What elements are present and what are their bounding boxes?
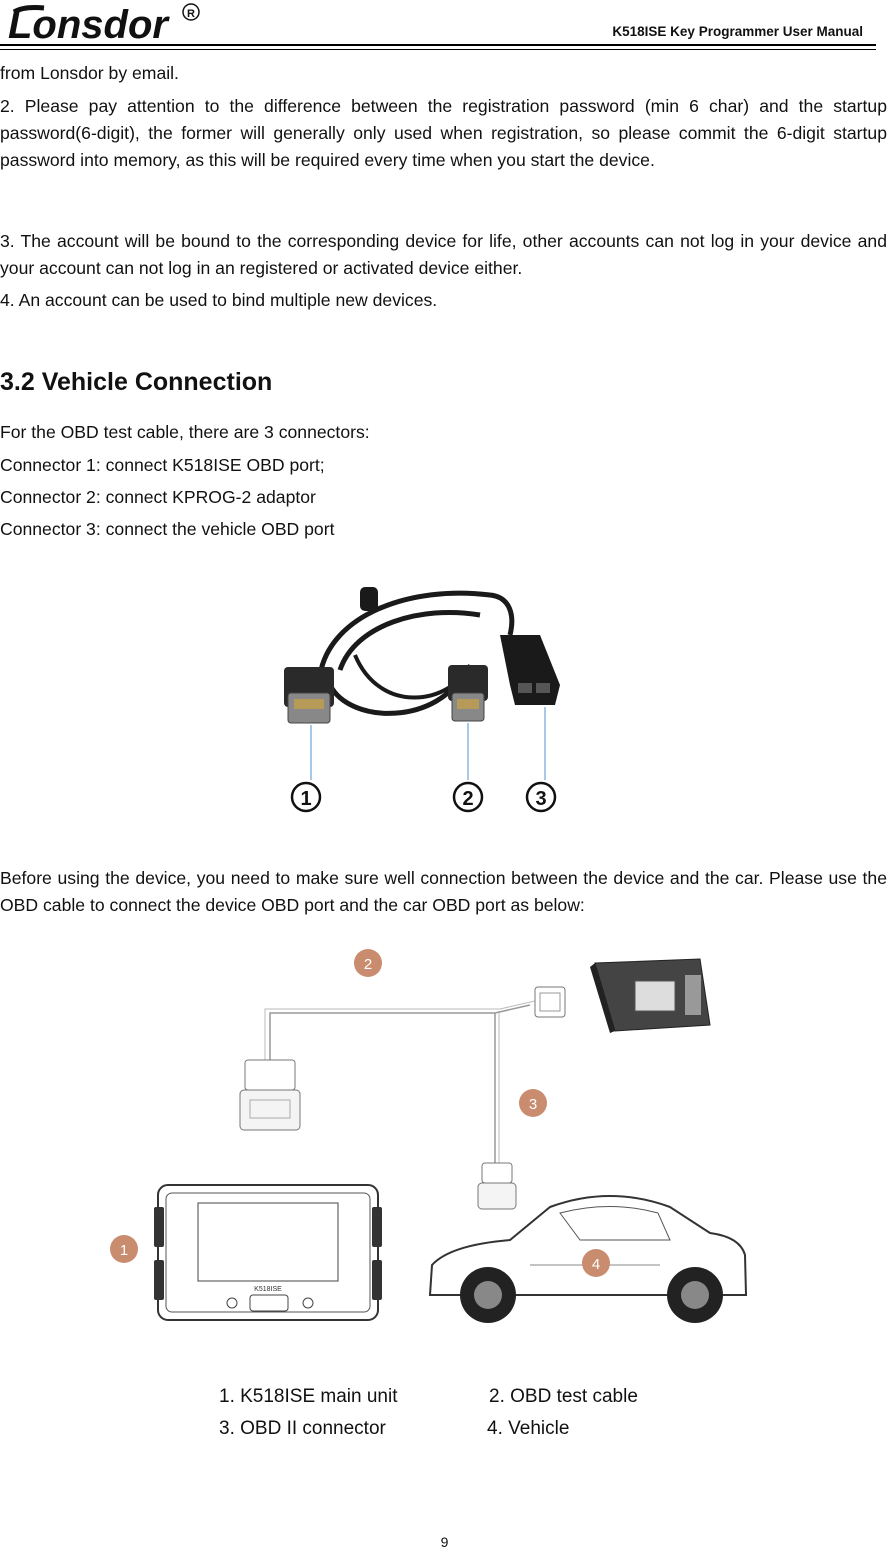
db15-connector <box>448 665 488 722</box>
badge-4-icon: 4 <box>582 1249 610 1277</box>
manual-title: K518ISE Key Programmer User Manual <box>612 24 863 39</box>
svg-text:4: 4 <box>592 1256 600 1273</box>
svg-text:3: 3 <box>529 1096 537 1113</box>
paragraph-multiple-devices: 4. An account can be used to bind multip… <box>0 290 438 310</box>
caption-main-unit: 1. K518ISE main unit <box>219 1386 398 1407</box>
svg-text:2: 2 <box>462 788 473 810</box>
badge-2-icon: 2 <box>354 949 382 977</box>
svg-text:1: 1 <box>120 1242 128 1259</box>
connector-2-text: Connector 2: connect KPROG-2 adaptor <box>0 487 316 507</box>
obd-connector <box>500 635 560 705</box>
obd-ii-connector <box>477 1162 517 1210</box>
adaptor-connector <box>534 986 566 1018</box>
svg-text:R: R <box>187 8 195 20</box>
caption-obd-cable: 2. OBD test cable <box>489 1386 638 1407</box>
header-rule-thin <box>0 48 876 50</box>
db25-connector <box>284 667 334 724</box>
obd-cable-figure: 1 2 3 <box>284 587 560 813</box>
badge-3-icon: 3 <box>519 1089 547 1117</box>
paragraph-before-using: Before using the device, you need to mak… <box>0 868 887 915</box>
paragraph-password-note: 2. Please pay attention to the differenc… <box>0 96 887 170</box>
badge-1-icon: 1 <box>110 1235 138 1263</box>
svg-text:1: 1 <box>300 788 311 810</box>
label-2-icon: 2 <box>452 781 484 813</box>
lonsdor-logo: Lonsdor R <box>8 3 200 46</box>
obd-test-cable <box>269 1004 531 1060</box>
cable-wire <box>317 590 515 676</box>
page-number: 9 <box>440 1534 449 1550</box>
label-3-icon: 3 <box>525 781 557 813</box>
connector-1-text: Connector 1: connect K518ISE OBD port; <box>0 455 325 475</box>
vehicle-drawing <box>428 1195 748 1323</box>
cable-wire <box>337 610 481 671</box>
obd-cable-intro: For the OBD test cable, there are 3 conn… <box>0 422 370 442</box>
paragraph-email: from Lonsdor by email. <box>0 63 179 83</box>
paragraph-account-binding: 3. The account will be bound to the corr… <box>0 231 887 278</box>
svg-text:2: 2 <box>364 956 372 973</box>
svg-text:3: 3 <box>535 788 546 810</box>
logo-wordmark: Lonsdor <box>8 3 170 46</box>
svg-text:K518ISE: K518ISE <box>254 1286 282 1293</box>
header-rule <box>0 44 876 46</box>
registered-mark-icon <box>182 3 200 21</box>
section-heading: 3.2 Vehicle Connection <box>0 368 273 396</box>
k518ise-device: K518ISE <box>154 1184 382 1321</box>
caption-obd-connector: 3. OBD II connector <box>219 1418 386 1439</box>
kprog-adaptor <box>590 958 711 1033</box>
device-connector <box>239 1059 301 1131</box>
label-1-icon: 1 <box>290 781 322 813</box>
connector-3-text: Connector 3: connect the vehicle OBD por… <box>0 519 335 539</box>
caption-vehicle: 4. Vehicle <box>487 1418 570 1439</box>
connection-diagram: 2 3 1 K518ISE 4 <box>110 949 748 1323</box>
ferrite-core <box>360 587 378 611</box>
page-header: Lonsdor R K518ISE Key Programmer User Ma… <box>0 0 889 50</box>
